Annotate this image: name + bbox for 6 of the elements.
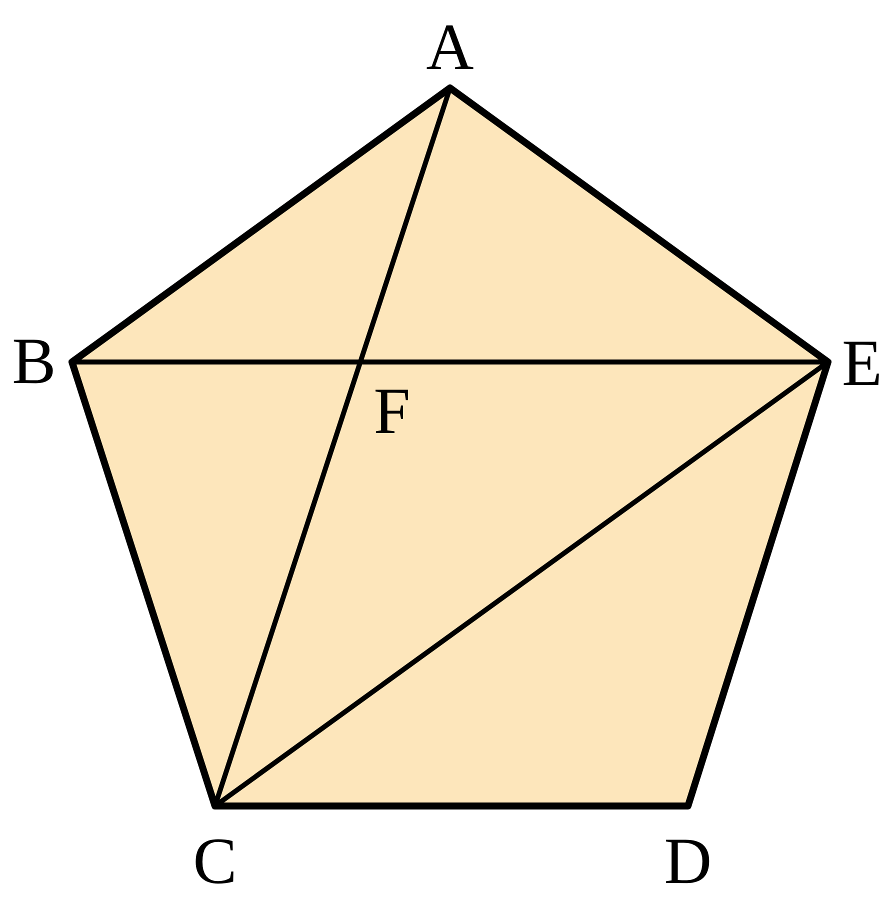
vertex-label: C <box>192 829 238 895</box>
vertex-label: B <box>12 329 56 395</box>
vertex-label: E <box>842 331 882 397</box>
vertex-label: D <box>664 829 712 895</box>
vertex-label: F <box>374 379 410 445</box>
vertex-label: A <box>426 15 474 81</box>
